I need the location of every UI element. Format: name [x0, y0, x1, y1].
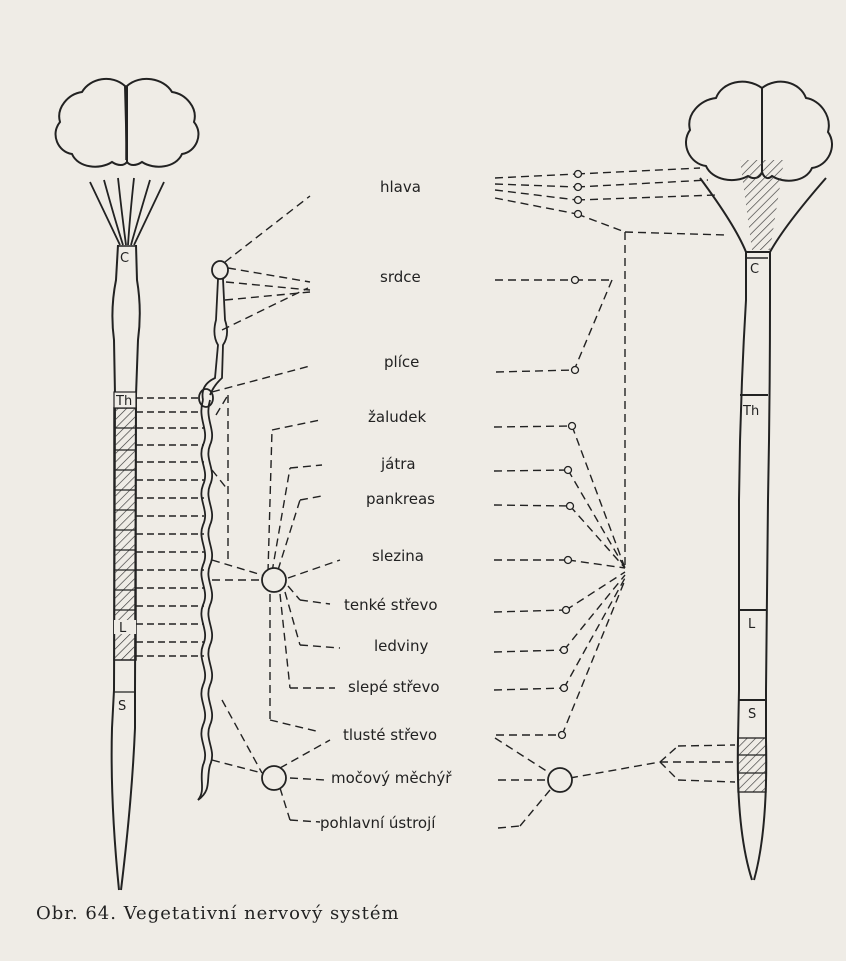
- right-c-label: C: [750, 262, 759, 277]
- parasympathetic-nerves: [494, 168, 735, 828]
- right-th-label: Th: [742, 404, 759, 419]
- organ-label-mocovy: močový měchýř: [331, 769, 452, 787]
- left-l-label: L: [119, 621, 127, 636]
- organ-label-tluste: tlusté střevo: [343, 726, 437, 744]
- left-th-label: Th: [115, 394, 132, 409]
- left-s-label: S: [118, 699, 126, 714]
- organ-label-ledviny: ledviny: [374, 637, 428, 655]
- right-brainstem-hatch: [740, 160, 784, 250]
- organ-label-pohlavni: pohlavní ústrojí: [320, 814, 436, 832]
- rami-communicantes: [136, 398, 204, 656]
- left-brain: [56, 79, 199, 167]
- organ-label-pankreas: pankreas: [366, 490, 435, 508]
- left-brainstem-fibers: [90, 178, 164, 245]
- right-l-label: L: [748, 617, 756, 632]
- organ-label-zaludek: žaludek: [368, 408, 426, 426]
- left-c-label: C: [120, 251, 129, 266]
- organ-label-srdce: srdce: [380, 268, 421, 286]
- sympathetic-trunk: [198, 261, 228, 800]
- organ-label-slepe: slepé střevo: [348, 678, 440, 696]
- parasympathetic-ganglia: [559, 171, 582, 739]
- pelvic-ganglion: [548, 768, 572, 792]
- organ-label-hlava: hlava: [380, 178, 421, 196]
- organ-label-tenke: tenké střevo: [344, 596, 438, 614]
- organ-label-slezina: slezina: [372, 547, 424, 565]
- figure-caption: Obr. 64. Vegetativní nervový systém: [36, 903, 400, 924]
- right-s-label: S: [748, 707, 756, 722]
- sympathetic-nerves: [212, 196, 340, 822]
- right-hatched-sacral: [738, 738, 766, 792]
- organ-labels: hlava srdce plíce žaludek játra pankreas…: [320, 178, 452, 832]
- organ-label-plice: plíce: [384, 353, 419, 371]
- coeliac-ganglion: [262, 568, 286, 592]
- organ-label-jatra: játra: [380, 455, 416, 473]
- hypogastric-ganglion: [262, 766, 286, 790]
